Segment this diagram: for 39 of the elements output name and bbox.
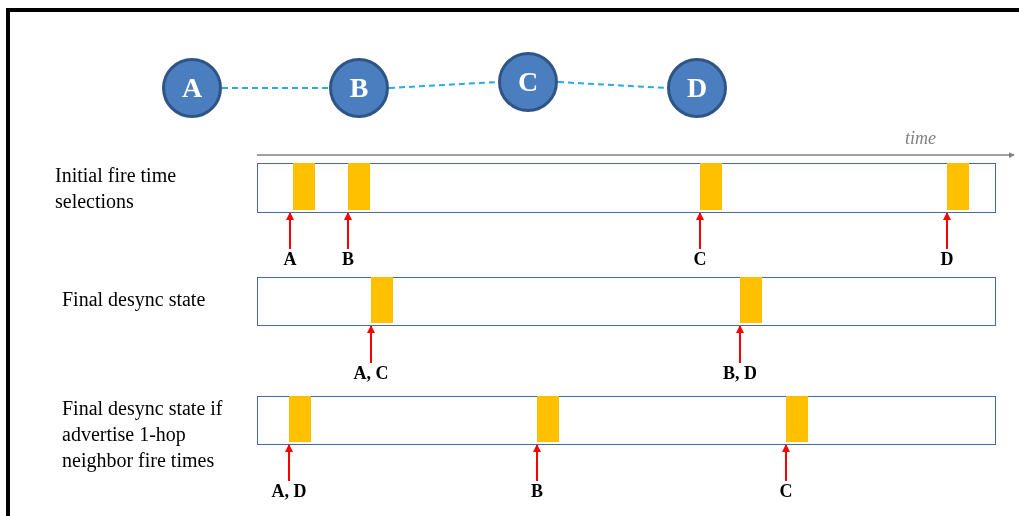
node-label: D	[935, 249, 959, 269]
node-label: A, C	[351, 363, 391, 383]
arrow	[943, 212, 951, 250]
timeline-bar	[257, 277, 996, 326]
node-circle: C	[498, 52, 558, 112]
node-circle: B	[329, 58, 389, 118]
node-label: C	[774, 481, 798, 501]
node-label: C	[688, 249, 712, 269]
fire-slot	[347, 162, 370, 210]
fire-slot	[785, 395, 808, 442]
node-label: B, D	[720, 363, 760, 383]
arrow	[344, 212, 352, 250]
arrow	[736, 325, 744, 364]
fire-slot	[946, 162, 969, 210]
axis-label: time	[905, 128, 936, 149]
fire-slot	[292, 162, 315, 210]
arrow	[533, 444, 541, 482]
arrow	[285, 444, 293, 482]
row-label: Initial fire time selections	[55, 163, 178, 214]
timeline-bar	[257, 396, 996, 445]
arrow	[782, 444, 790, 482]
node-label: A	[278, 249, 302, 269]
arrow	[696, 212, 704, 250]
fire-slot	[739, 276, 762, 323]
fire-slot	[699, 162, 722, 210]
node-circle: A	[162, 58, 222, 118]
dashed-link	[221, 87, 330, 89]
node-label: B	[525, 481, 549, 501]
fire-slot	[536, 395, 559, 442]
timeline-bar	[257, 163, 996, 213]
fire-slot	[370, 276, 393, 323]
node-label: A, D	[269, 481, 309, 501]
arrow	[367, 325, 375, 364]
node-circle: D	[667, 58, 727, 118]
fire-slot	[288, 395, 311, 442]
row-label: Final desync state if advertise 1-hop neighbor fire times	[62, 396, 224, 473]
row-label: Final desync state	[62, 287, 207, 312]
node-label: B	[336, 249, 360, 269]
arrow	[286, 212, 294, 250]
